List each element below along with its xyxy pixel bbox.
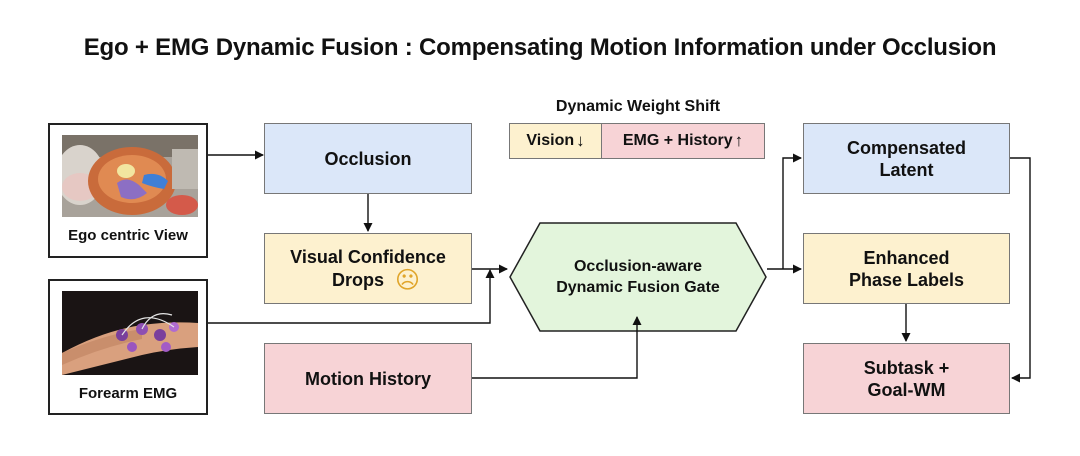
subtask-line1: Subtask +	[863, 357, 950, 378]
subtask-goal-node: Subtask + Goal-WM	[803, 343, 1010, 414]
sad-face-icon: ☹	[395, 267, 421, 294]
arrow-down-icon: ↓	[576, 131, 585, 150]
vision-weight-cell: Vision ↓	[509, 123, 602, 159]
ego-view-image	[62, 135, 198, 217]
diagram-title: Ego + EMG Dynamic Fusion : Compensating …	[83, 34, 997, 61]
vision-weight-label: Vision	[526, 132, 575, 149]
occlusion-node: Occlusion	[264, 123, 472, 194]
visual-confidence-node: Visual Confidence Drops ☹	[264, 233, 472, 304]
forearm-emg-panel: Forearm EMG	[48, 279, 208, 415]
arrow-compensated-to-subtask	[1010, 157, 1031, 383]
occlusion-label: Occlusion	[324, 148, 412, 169]
fusion-gate-hexagon	[509, 222, 767, 332]
compensated-line2: Latent	[879, 159, 934, 180]
emg-weight-cell: EMG + History ↑	[601, 123, 765, 159]
arrow-gate-to-compensated	[782, 153, 802, 269]
visual-confidence-line2-wrap: Drops ☹	[331, 267, 421, 294]
compensated-latent-node: Compensated Latent	[803, 123, 1010, 194]
arrow-emg-to-gate	[208, 269, 495, 324]
forearm-emg-image	[62, 291, 198, 375]
enhanced-line2: Phase Labels	[848, 269, 965, 290]
arrow-up-icon: ↑	[734, 131, 744, 150]
weight-shift-title: Dynamic Weight Shift	[555, 98, 721, 115]
visual-confidence-line2: Drops	[331, 270, 384, 290]
motion-history-label: Motion History	[305, 368, 431, 389]
ego-view-label: Ego centric View	[68, 227, 188, 244]
fusion-gate-line1: Occlusion-aware	[573, 258, 703, 275]
fusion-gate-label-box: Occlusion-aware Dynamic Fusion Gate	[530, 240, 746, 314]
visual-confidence-line1: Visual Confidence	[290, 247, 446, 267]
enhanced-line1: Enhanced	[863, 247, 950, 268]
forearm-emg-label: Forearm EMG	[78, 385, 178, 402]
compensated-line1: Compensated	[846, 137, 967, 158]
motion-history-node: Motion History	[264, 343, 472, 414]
subtask-line2: Goal-WM	[867, 379, 946, 400]
emg-weight-label: EMG + History	[622, 132, 733, 149]
fusion-gate-line2: Dynamic Fusion Gate	[556, 279, 720, 296]
arrow-history-to-gate	[472, 316, 642, 379]
ego-view-panel: Ego centric View	[48, 123, 208, 258]
enhanced-phase-node: Enhanced Phase Labels	[803, 233, 1010, 304]
